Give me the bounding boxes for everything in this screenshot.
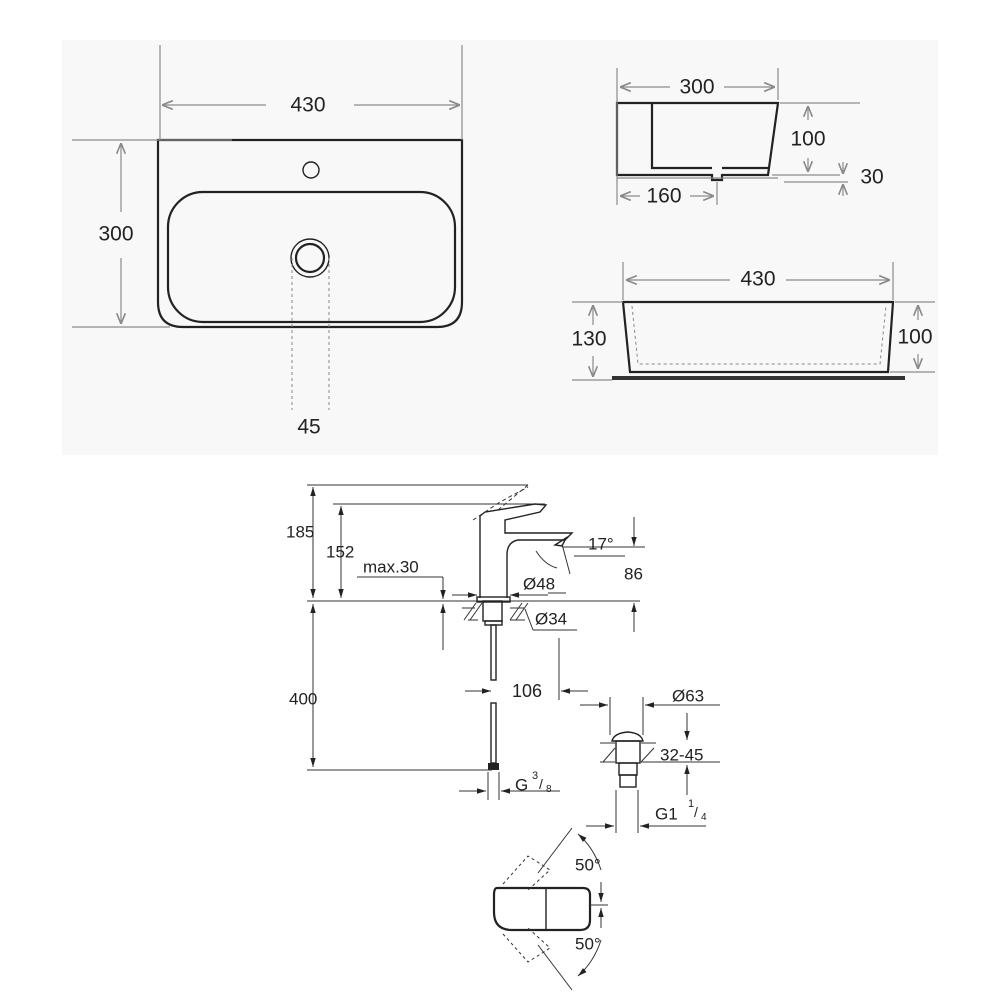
faucet-spout-height-label: 152 (326, 542, 354, 561)
basin-front-view: 430 130 100 (571, 262, 935, 381)
side-height-label: 100 (790, 128, 825, 151)
faucet-max-thickness-label: max.30 (363, 557, 419, 576)
faucet-spout-angle-label: 17° (588, 534, 614, 553)
waste-thickness-label: 32-45 (660, 745, 703, 764)
basin-panel-background (62, 40, 938, 455)
hose-thread-g: G (515, 775, 528, 794)
side-base-label: 30 (860, 166, 883, 189)
faucet-body (479, 503, 574, 598)
hose-length-label: 400 (289, 689, 317, 708)
front-width-label: 430 (740, 268, 775, 291)
lever-angle-down-label: 50° (575, 934, 601, 953)
faucet-projection-label: 106 (512, 681, 542, 701)
side-drain-label: 160 (646, 185, 681, 208)
basin-bowl (166, 190, 457, 324)
waste-thread-numerator: 1 (688, 798, 694, 810)
lever-outline (492, 886, 592, 932)
basin-depth-label: 300 (98, 223, 133, 246)
fraction-slash: / (539, 776, 543, 792)
lever-top-view: 50° 50° (492, 827, 608, 991)
hose-thread-numerator: 3 (532, 770, 538, 782)
drain-inner (294, 242, 326, 274)
faucet-spout-height-86-label: 86 (624, 564, 643, 583)
basin-top-view: 430 300 45 (72, 45, 464, 439)
fraction-slash: / (694, 804, 698, 820)
faucet-height-total-label: 185 (286, 522, 314, 541)
side-depth-label: 300 (679, 76, 714, 99)
front-bowl-height-label: 100 (897, 326, 932, 349)
waste-valve: Ø63 32-45 G1 1 / 4 (580, 686, 720, 833)
lever-angle-up-label: 50° (575, 855, 601, 874)
basin-width-label: 430 (290, 94, 325, 117)
hose-thread-denominator: 8 (546, 784, 552, 795)
front-total-height-label: 130 (571, 328, 606, 351)
basin-outline (156, 138, 464, 329)
faucet-base-diameter-label: Ø48 (523, 574, 555, 593)
faucet-side-view: 185 152 max.30 Ø48 17° 86 (286, 484, 645, 800)
waste-thread-denominator: 4 (701, 812, 707, 823)
waste-thread-g: G1 (655, 804, 678, 823)
tap-hole (302, 161, 320, 179)
waste-diameter-label: Ø63 (672, 686, 704, 705)
drain-offset-label: 45 (297, 416, 320, 439)
faucet-shank-diameter-label: Ø34 (535, 609, 567, 628)
basin-side-view: 300 100 30 160 (615, 68, 884, 208)
counter-hatch (462, 602, 529, 621)
